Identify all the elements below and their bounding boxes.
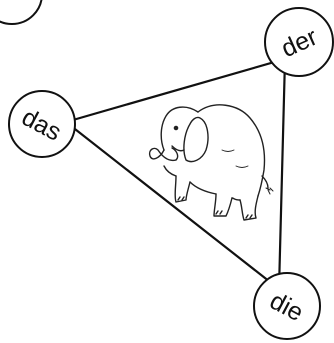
circle-der: der [264,7,334,77]
elephant-icon [148,104,274,221]
triangle [63,57,287,292]
circle-das: das [8,90,76,158]
circle-die: die [253,272,321,340]
partial-circle-top-left [0,0,43,25]
